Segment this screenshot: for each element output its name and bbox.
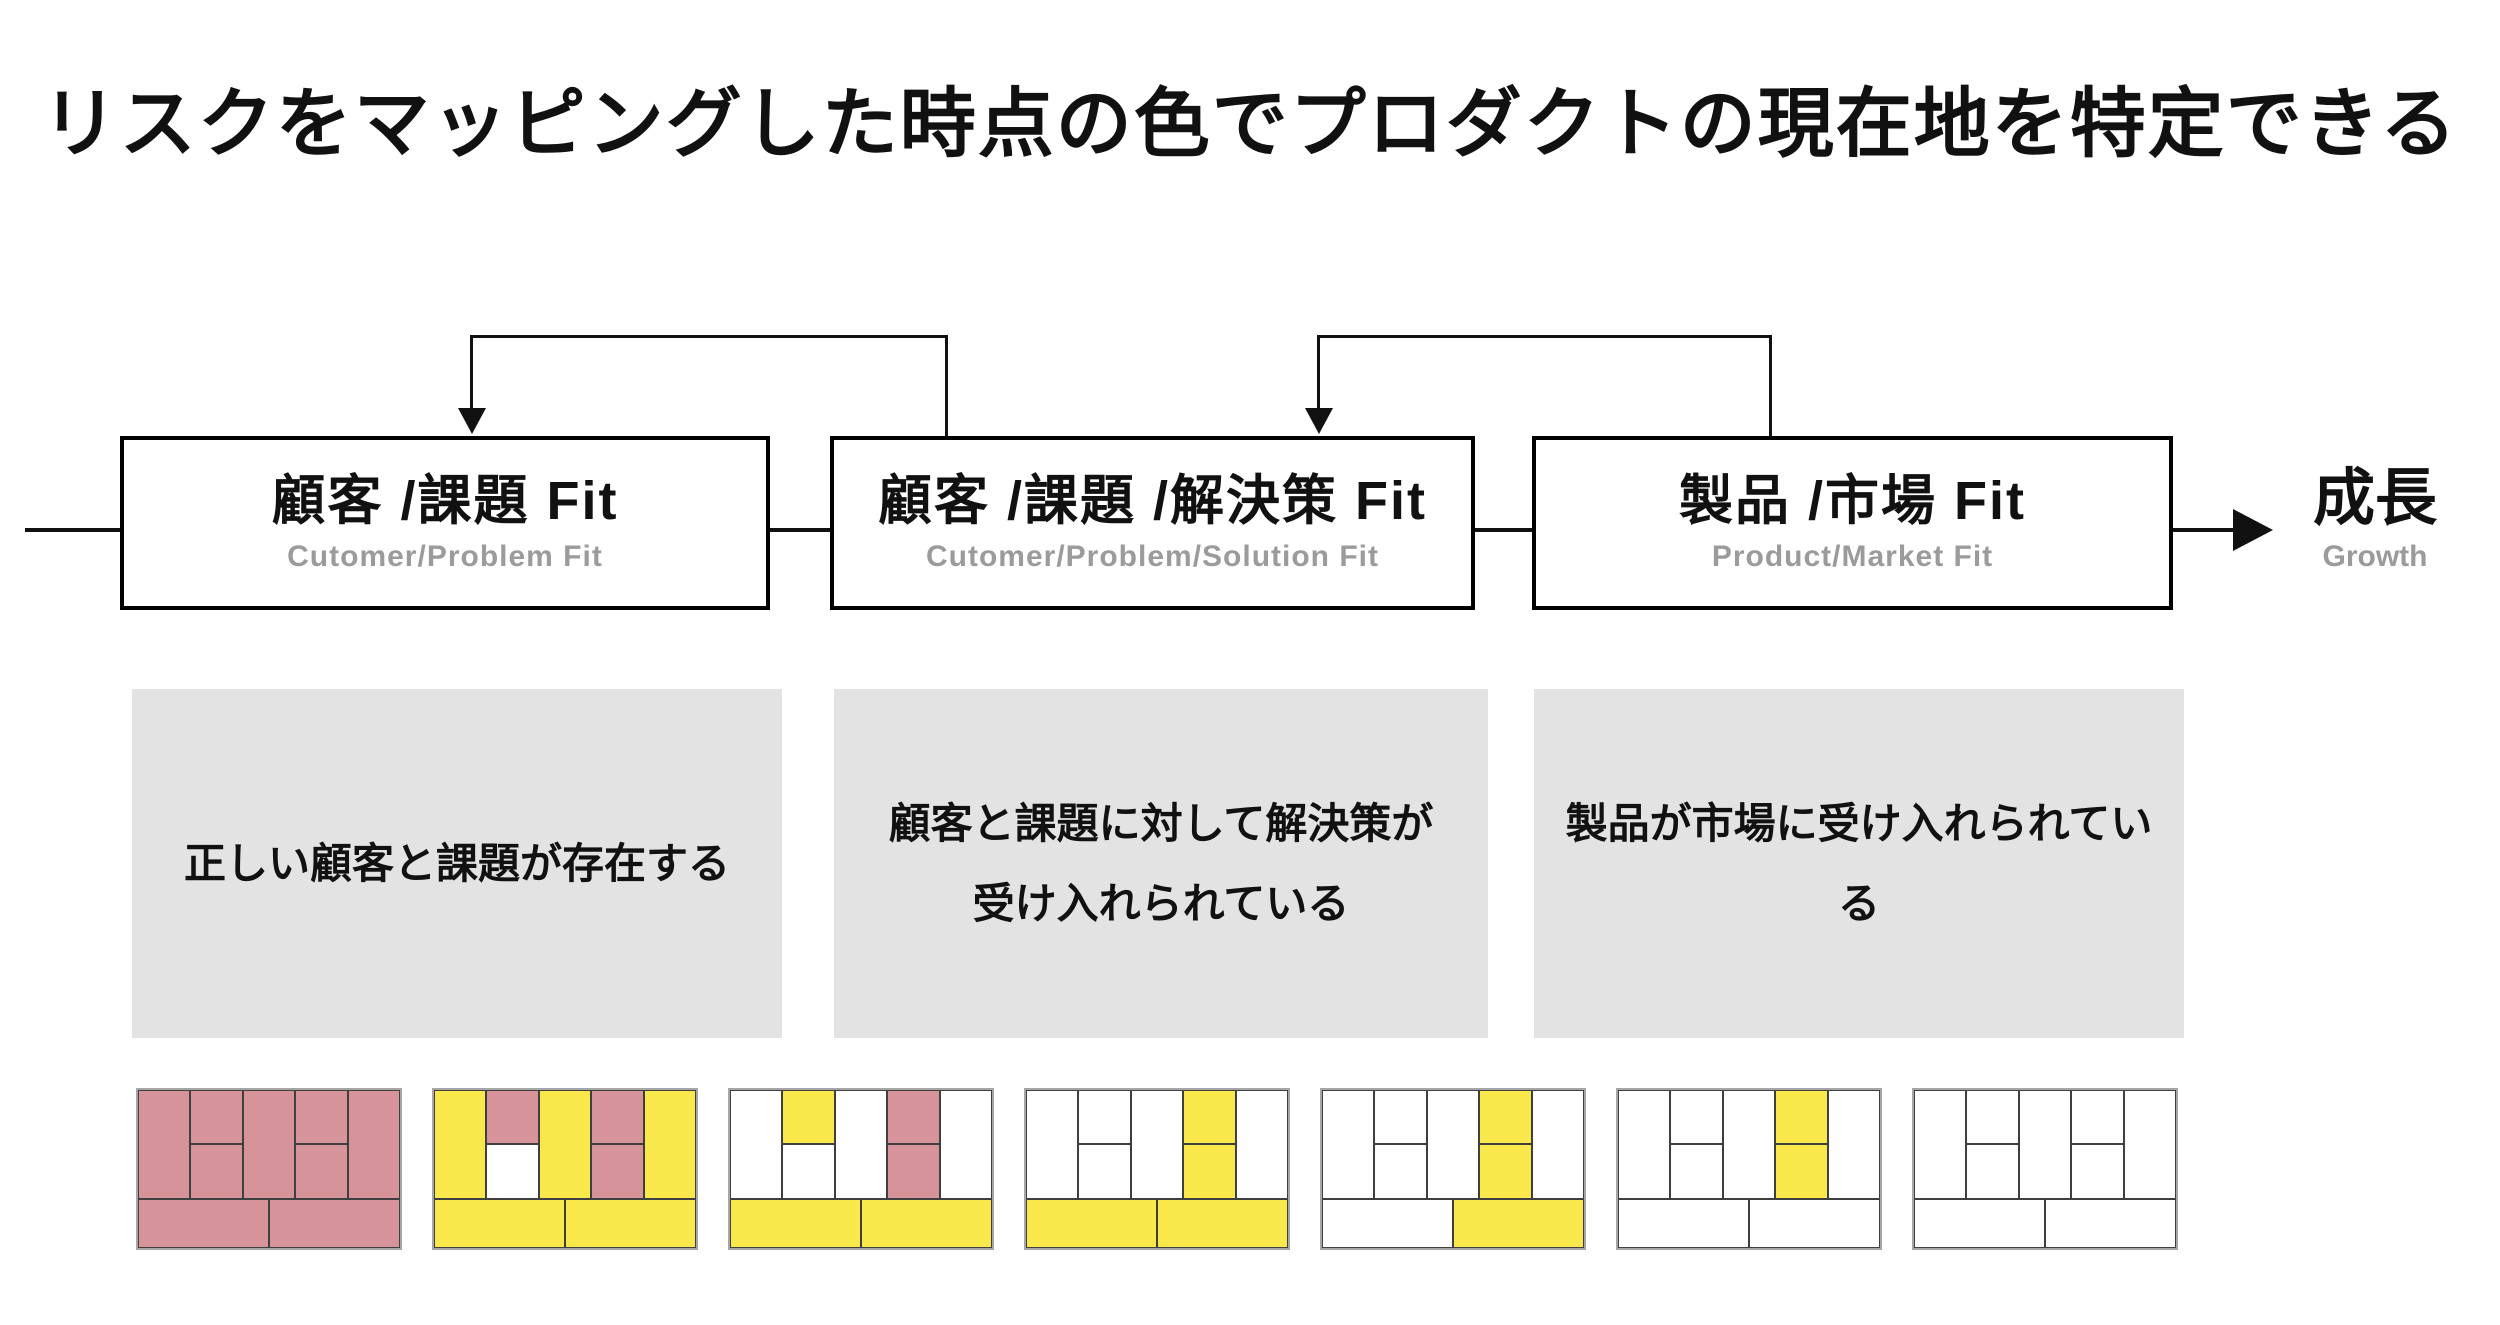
canvas-cell [834,1090,888,1199]
canvas-cell [1078,1144,1131,1199]
stage-title: 製品 /市場 Fit [1679,471,2026,531]
loop1-right-vertical-line [945,335,948,436]
stage-box-product-market-fit: 製品 /市場 Fit Product/Market Fit [1532,436,2173,610]
flow-line-to-growth [2173,528,2235,532]
canvas-cell [782,1090,835,1144]
lean-canvas-7 [1912,1088,2178,1250]
loop2-down-arrowhead-icon [1305,408,1333,434]
canvas-cell [1775,1090,1828,1144]
canvas-cell [1827,1090,1880,1199]
right-arrowhead-icon [2233,509,2273,551]
canvas-cell [1322,1090,1375,1199]
canvas-cell [887,1090,940,1144]
description-box-customer-problem-solution-fit: 顧客と課題に対して解決策が 受け入れられている [834,689,1488,1038]
growth-title: 成長 [2312,464,2437,533]
canvas-cell [295,1090,348,1144]
canvas-cell [138,1199,269,1248]
canvas-cell [1914,1199,2045,1248]
canvas-cell [1078,1090,1131,1144]
canvas-cell [1618,1090,1671,1199]
canvas-cell [2045,1199,2176,1248]
canvas-cell [295,1144,348,1199]
canvas-cell [486,1090,539,1144]
canvas-cell [1670,1144,1723,1199]
loop1-horizontal-line [470,335,948,338]
canvas-cell [1479,1144,1532,1199]
canvas-cell [1479,1090,1532,1144]
canvas-cell [1966,1090,2019,1144]
loop2-right-vertical-line [1769,335,1772,436]
lean-canvas-6 [1616,1088,1882,1250]
canvas-cell [486,1144,539,1199]
canvas-cell [1183,1144,1236,1199]
canvas-cell [2123,1090,2176,1199]
canvas-cell [1026,1199,1157,1248]
stage-box-customer-problem-fit: 顧客 /課題 Fit Cutomer/Problem Fit [120,436,770,610]
canvas-cell [861,1199,992,1248]
description-box-product-market-fit: 製品が市場に受け入れられている [1534,689,2184,1038]
canvas-cell [2071,1090,2124,1144]
canvas-cell [1914,1090,1967,1199]
lean-canvas-4 [1024,1088,1290,1250]
canvas-cell [1618,1199,1749,1248]
stage-subtitle: Product/Market Fit [1711,540,1994,573]
description-box-customer-problem-fit: 正しい顧客と課題が存在する [132,689,782,1038]
canvas-cell [1966,1144,2019,1199]
canvas-cell [190,1144,243,1199]
canvas-cell [1130,1090,1184,1199]
canvas-cell [190,1090,243,1144]
growth-label: 成長 Growth [2285,468,2465,572]
stage-title: 顧客 /課題 Fit [271,471,619,531]
canvas-cell [1374,1090,1427,1144]
canvas-cell [1374,1144,1427,1199]
canvas-cell [1722,1090,1776,1199]
canvas-cell [269,1199,400,1248]
canvas-cell [887,1144,940,1199]
loop2-left-vertical-line [1317,335,1320,410]
canvas-cell [1670,1090,1723,1144]
canvas-cell [730,1199,861,1248]
canvas-cell [2071,1144,2124,1199]
growth-subtitle: Growth [2322,540,2428,573]
loop2-horizontal-line [1317,335,1772,338]
canvas-cell [434,1199,565,1248]
canvas-cell [939,1090,992,1199]
canvas-cell [138,1090,191,1199]
canvas-cell [242,1090,296,1199]
canvas-cell [565,1199,696,1248]
canvas-cell [591,1144,644,1199]
canvas-cell [1531,1090,1584,1199]
lean-canvas-3 [728,1088,994,1250]
stage-subtitle: Cutomer/Problem Fit [287,540,603,573]
canvas-cell [643,1090,696,1199]
stage-subtitle: Cutomer/Problem/Solution Fit [926,540,1379,573]
lean-canvas-2 [432,1088,698,1250]
stage-box-customer-problem-solution-fit: 顧客 /課題 /解決策 Fit Cutomer/Problem/Solution… [830,436,1475,610]
canvas-cell [1453,1199,1584,1248]
stage-title: 顧客 /課題 /解決策 Fit [878,471,1427,531]
canvas-cell [2018,1090,2072,1199]
canvas-cell [782,1144,835,1199]
canvas-cell [1426,1090,1480,1199]
canvas-cell [538,1090,592,1199]
loop1-down-arrowhead-icon [458,408,486,434]
flow-line-box2-box3 [1475,528,1532,532]
canvas-cell [1026,1090,1079,1199]
page-title: リスクをマッピングした時点の色でプロダクトの現在地を特定できる [41,82,2459,167]
canvas-cell [730,1090,783,1199]
canvas-cell [434,1090,487,1199]
canvas-cell [347,1090,400,1199]
canvas-cell [1322,1199,1453,1248]
canvas-cell [1749,1199,1880,1248]
canvas-cell [591,1090,644,1144]
canvas-cell [1775,1144,1828,1199]
lean-canvas-1 [136,1088,402,1250]
canvas-cell [1157,1199,1288,1248]
lean-canvas-5 [1320,1088,1586,1250]
flow-line-start [25,528,120,532]
loop1-left-vertical-line [470,335,473,410]
canvas-cell [1183,1090,1236,1144]
flow-line-box1-box2 [770,528,830,532]
canvas-cell [1235,1090,1288,1199]
